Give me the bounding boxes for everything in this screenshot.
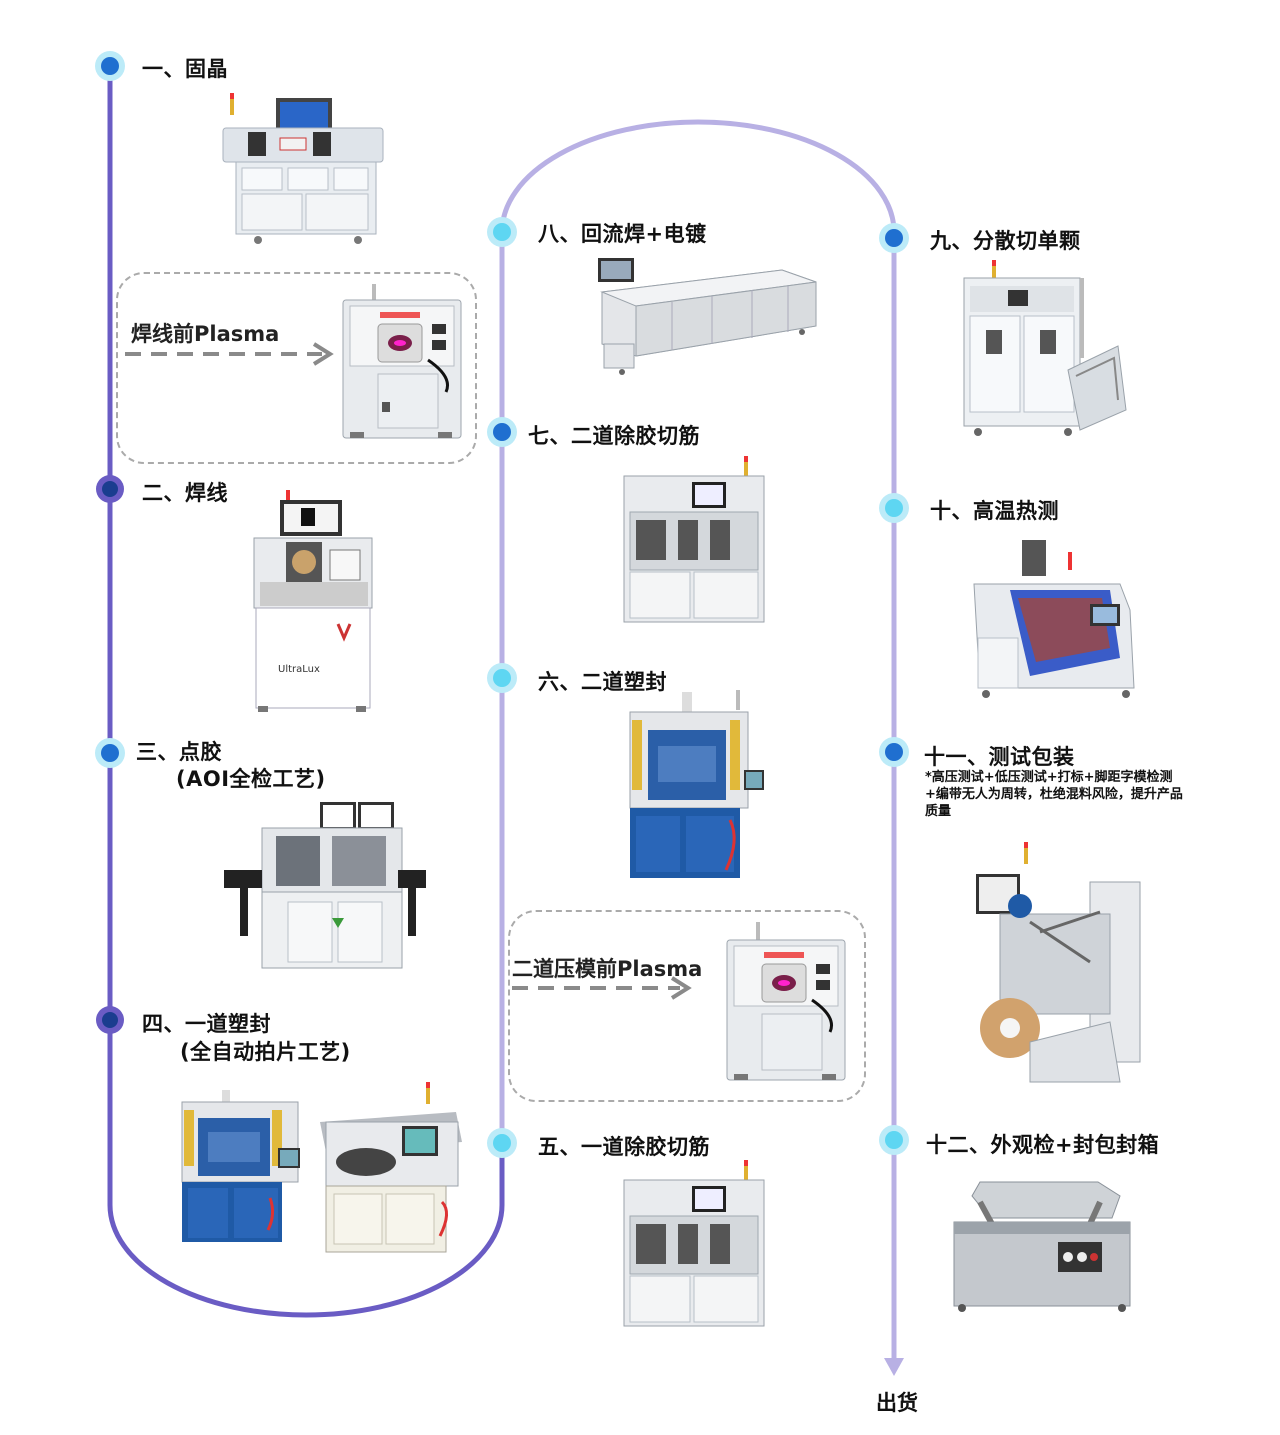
step-4-label: 四、一道塑封 [142,1012,271,1036]
node-s12 [879,1125,909,1155]
plasma-2-label: 二道压模前Plasma [512,957,703,981]
trim-form-machine-2-icon [623,456,765,623]
end-arrow-icon [884,1358,904,1376]
step-6-label: 六、二道塑封 [538,670,667,694]
step-2-label: 二、焊线 [142,481,228,505]
node-s5 [487,1128,517,1158]
node-s6 [487,663,517,693]
step-11-label: 十一、测试包装 [924,745,1075,769]
step-8-label: 八、回流焊+电镀 [538,222,707,246]
step-11-note: *高压测试+低压测试+打标+脚距字模检测+编带无人为周转，杜绝混料风险，提升产品… [925,770,1183,819]
end-label: 出货 [876,1391,918,1415]
molding-press-a-icon [181,1090,300,1242]
step-3-label: 三、点胶 [136,740,222,764]
wire-bonder-icon: UltraLux [253,490,373,712]
plasma-box-1 [116,272,477,464]
step-7-label: 七、二道除胶切筋 [528,424,700,448]
reflow-oven-icon [598,258,817,375]
step-4-sub: (全自动拍片工艺) [180,1040,351,1064]
test-taping-machine-icon [976,842,1141,1083]
node-s4 [96,1006,124,1034]
step-5-label: 五、一道除胶切筋 [538,1135,710,1159]
die-bonder-machine-icon [222,93,384,244]
flow-line-middle [499,119,897,1130]
node-s1 [95,51,125,81]
trim-form-machine-1-icon [623,1160,765,1327]
node-s9 [879,223,909,253]
node-s7 [487,417,517,447]
hot-test-handler-icon [973,540,1135,698]
step-10-label: 十、高温热测 [930,499,1059,523]
flow-line-left [107,66,505,1318]
plasma-cleaner-2-icon [726,922,846,1081]
node-s8 [487,217,517,247]
node-s3 [95,738,125,768]
node-s11 [879,737,909,767]
plasma-box-2 [508,910,866,1102]
step-9-label: 九、分散切单颗 [930,229,1081,253]
plasma-1-label: 焊线前Plasma [131,322,280,346]
molding-press-b-icon [320,1082,462,1253]
svg-text:UltraLux: UltraLux [278,664,320,675]
molding-press-2-icon [629,690,764,878]
singulation-machine-icon [963,260,1127,436]
step-12-label: 十二、外观检+封包封箱 [926,1133,1160,1157]
step-3-sub: (AOI全检工艺) [176,767,326,791]
plasma-cleaner-1-icon [342,284,462,439]
step-1-label: 一、固晶 [142,57,228,81]
vacuum-sealer-icon [953,1181,1131,1312]
node-s10 [879,493,909,523]
dispenser-machine-icon [224,802,426,969]
node-s2 [96,475,124,503]
